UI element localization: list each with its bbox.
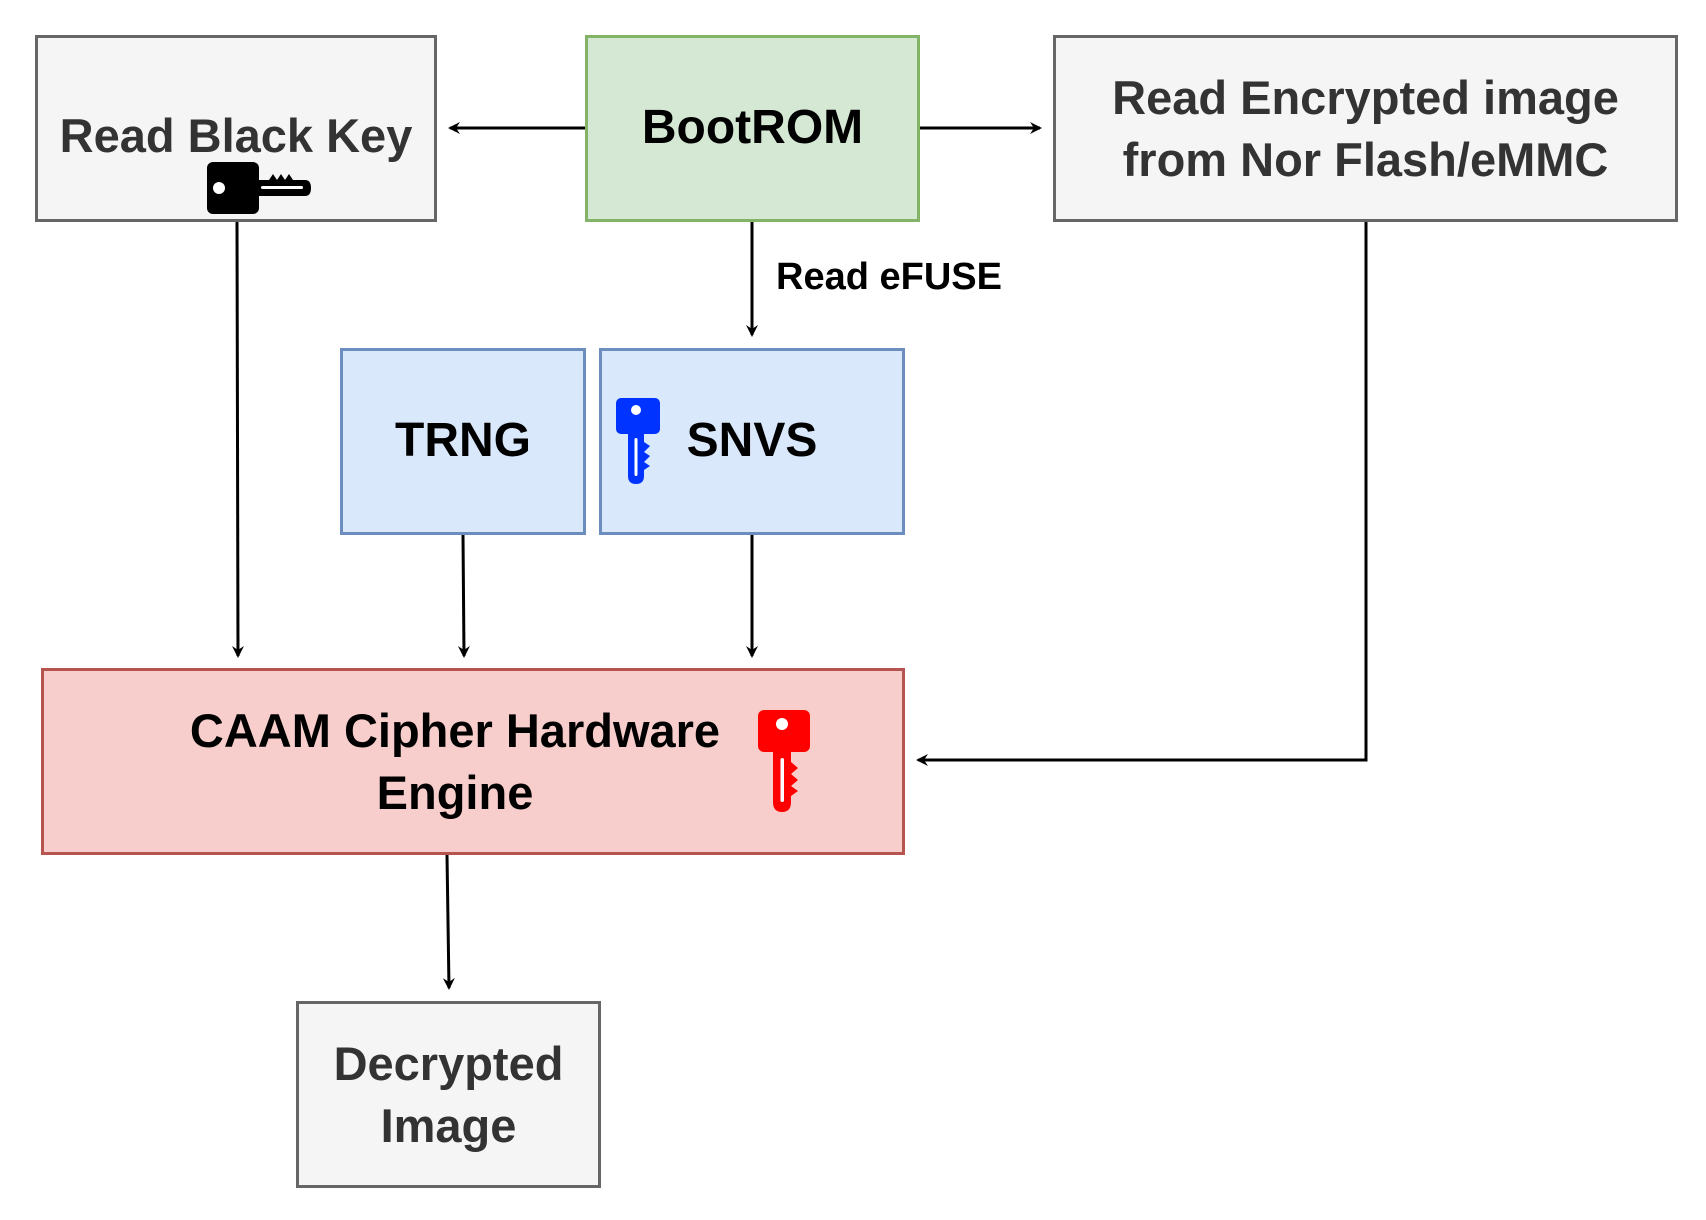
caam-cipher-engine-node: CAAM Cipher Hardware Engine — [41, 668, 905, 855]
snvs-node: SNVS — [599, 348, 905, 535]
edge-trng-to-caam — [457, 534, 470, 658]
read-efuse-edge-label: Read eFUSE — [776, 256, 1002, 298]
snvs-label: SNVS — [686, 414, 818, 468]
edge-caam-to-decrypted — [442, 854, 455, 990]
key-icon — [616, 398, 660, 484]
caam-label-line1: CAAM Cipher Hardware — [189, 704, 721, 758]
trng-label: TRNG — [395, 414, 531, 468]
key-icon — [207, 162, 311, 214]
caam-label-line2: Engine — [376, 765, 534, 819]
edge-encrypted-to-caam — [916, 222, 1368, 766]
decrypted-label-line1: Decrypted — [333, 1037, 564, 1091]
bootrom-label: BootROM — [641, 101, 864, 155]
bootrom-node: BootROM — [585, 35, 920, 222]
read-encrypted-label-line1: Read Encrypted image — [1112, 71, 1619, 125]
key-icon — [758, 710, 810, 812]
edge-black-key-to-caam — [231, 221, 244, 658]
trng-node: TRNG — [340, 348, 586, 535]
read-black-key-label: Read Black Key — [59, 109, 413, 162]
decrypted-image-node: Decrypted Image — [296, 1001, 601, 1188]
read-encrypted-label-line2: from Nor Flash/eMMC — [1122, 132, 1609, 186]
read-encrypted-image-node: Read Encrypted image from Nor Flash/eMMC — [1053, 35, 1678, 222]
decrypted-label-line2: Image — [380, 1098, 517, 1152]
